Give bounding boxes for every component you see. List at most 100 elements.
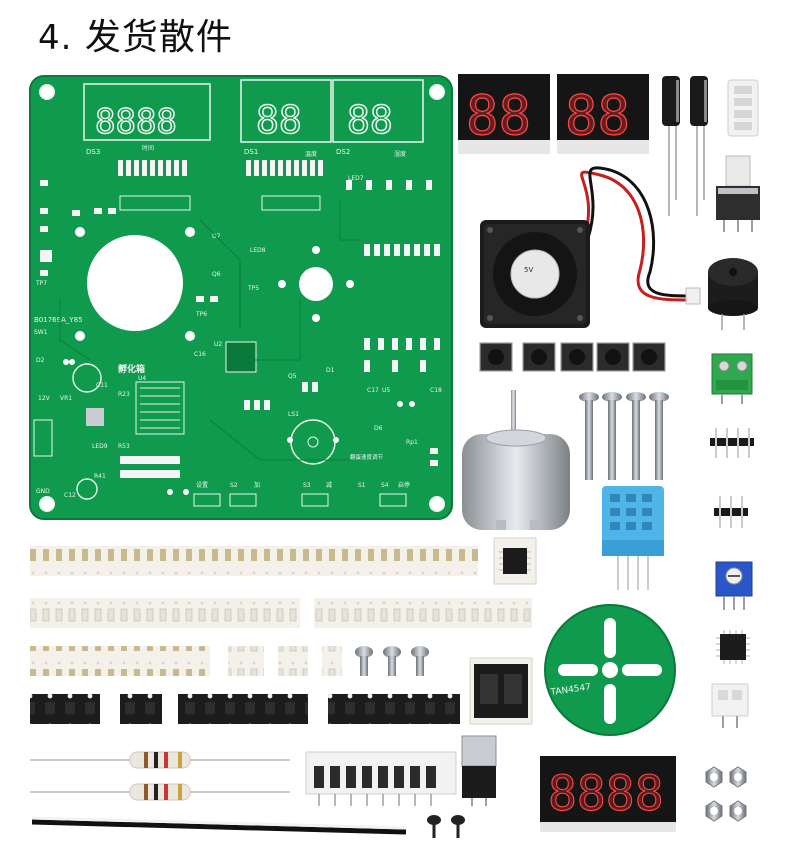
label-q5: Q5: [288, 373, 297, 380]
transistor-tape-3: [178, 694, 308, 724]
ic-dual-soic: [469, 657, 533, 725]
terminal-strip: [305, 751, 457, 806]
buzzer: [708, 258, 758, 330]
svg-text:8888: 8888: [548, 766, 664, 822]
label-c11: C11: [96, 382, 108, 389]
label-d1: D1: [326, 367, 335, 374]
title-text: 发货散件: [84, 17, 233, 58]
label-c17: C17: [367, 387, 379, 394]
label-d6: D6: [374, 425, 383, 432]
pin-header-4: [710, 428, 754, 458]
svg-text:88: 88: [466, 84, 531, 147]
title-number: 4.: [38, 18, 73, 58]
label-tp7: TP7: [35, 280, 47, 287]
label-q6: Q6: [212, 271, 221, 278]
trimmer-potentiometer: [715, 561, 753, 610]
terminal-block: [711, 353, 753, 404]
smd-tape-4: [30, 646, 210, 676]
svg-text:88: 88: [466, 84, 531, 147]
label-turn-speed: 翻蛋速度调节: [350, 453, 384, 461]
svg-text:88: 88: [256, 98, 302, 142]
label-led7: LED7: [348, 175, 364, 182]
label-model: B01769A_Y85: [34, 316, 83, 324]
power-resistors: [30, 751, 290, 801]
jst-connector-2pin: [711, 683, 749, 728]
svg-text:88: 88: [347, 98, 393, 142]
label-u2: U2: [214, 341, 222, 348]
long-screws: [579, 392, 669, 480]
label-tp5: TP5: [247, 285, 259, 292]
main-pcb: 8888 88 88 DS3 DS1 DS2 时间 温度 湿度 B01769A_…: [29, 75, 453, 520]
label-time: 时间: [142, 144, 154, 152]
label-u5: U5: [382, 387, 390, 394]
label-plus: 加: [254, 481, 260, 489]
motor-sensor-board: TAN4547: [544, 604, 676, 736]
electrolytic-capacitors: [662, 76, 708, 216]
svg-text:8888: 8888: [548, 766, 664, 822]
label-rp1: Rp1: [406, 439, 418, 446]
label-temp: 温度: [305, 150, 317, 158]
small-screws: [355, 646, 429, 676]
hex-nuts: [705, 766, 747, 822]
label-ds1: DS1: [244, 148, 258, 156]
fan-voltage-label: 5V: [524, 266, 533, 274]
label-s2: S2: [230, 482, 238, 489]
pad-row-top-left: [118, 160, 187, 176]
label-s1: S1: [358, 482, 366, 489]
label-humidity: 湿度: [394, 150, 406, 158]
ic-soic-tape: [493, 537, 537, 585]
label-12v: 12V: [38, 395, 51, 402]
label-led8: LED8: [250, 247, 266, 254]
page-title: 4. 发货散件: [38, 8, 233, 60]
tiny-screws: [427, 815, 465, 838]
label-gnd: GND: [36, 488, 50, 495]
label-s3: S3: [303, 482, 311, 489]
mcu-chip: [716, 630, 750, 664]
transistor-tape-4: [328, 694, 460, 724]
smd-tape-3: [314, 598, 532, 628]
smd-tape-5: [228, 646, 264, 676]
label-ls1: LS1: [288, 411, 299, 418]
display-4digit: 8888 8888: [540, 756, 676, 832]
smd-tape-7: [322, 646, 342, 676]
label-c16: C16: [194, 351, 206, 358]
label-tp6: TP6: [195, 311, 207, 318]
svg-text:88: 88: [565, 84, 630, 147]
cooling-fan: 5V: [480, 166, 701, 328]
label-minus: 减: [326, 481, 332, 489]
label-led9: LED9: [92, 443, 108, 450]
label-c12: C12: [64, 492, 76, 499]
display-2digit-b: 88 88: [557, 74, 649, 154]
tactile-buttons: [479, 342, 666, 372]
label-set: 设置: [196, 481, 208, 489]
label-r53: R53: [118, 443, 130, 450]
label-incubator: 孵化箱: [118, 363, 145, 375]
pad-array-right: [364, 244, 440, 372]
label-d2: D2: [36, 357, 45, 364]
voltage-regulator: [461, 735, 497, 806]
label-s4: S4: [381, 482, 389, 489]
smd-tape-2: [30, 598, 300, 628]
pad-row-top-right: [246, 160, 323, 176]
label-sw1: SW1: [34, 329, 48, 336]
smd-tape-1: [30, 546, 478, 576]
transistor-tape-2: [120, 694, 162, 724]
transistor-tape-1: [30, 694, 100, 724]
label-vr1: VR1: [60, 395, 72, 402]
wire: [31, 816, 407, 835]
label-ds2: DS2: [336, 148, 350, 156]
dc-motor: [462, 390, 570, 530]
label-r23: R23: [118, 391, 130, 398]
smd-tape-6: [278, 646, 308, 676]
svg-text:88: 88: [565, 84, 630, 147]
svg-text:8888: 8888: [95, 102, 177, 142]
jst-connector-4pin: [727, 79, 759, 137]
label-ds3: DS3: [86, 148, 100, 156]
label-start-stop: 启停: [398, 481, 410, 489]
dht-sensor: [602, 486, 664, 590]
display-2digit-a: 88 88: [458, 74, 550, 154]
label-u4: U4: [138, 375, 146, 382]
label-r41: R41: [94, 473, 106, 480]
push-switch: [716, 155, 760, 232]
